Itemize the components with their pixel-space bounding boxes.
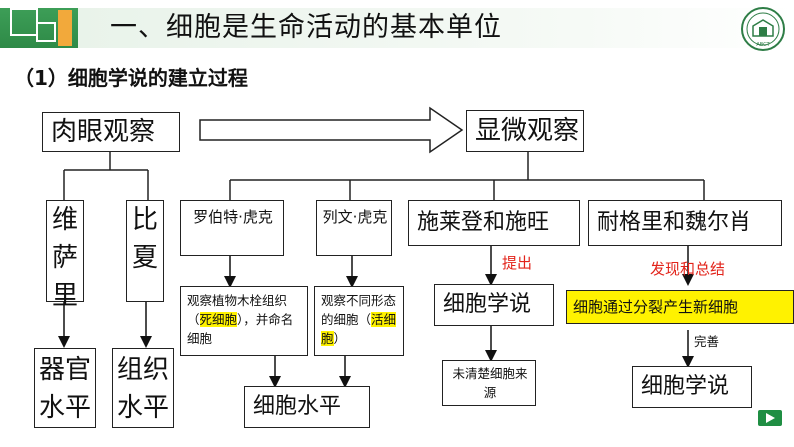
tissue-level-box: 组织水平: [112, 348, 174, 428]
play-right-icon: [766, 413, 775, 423]
hooke-note: 观察植物木栓组织（死细胞），并命名细胞: [187, 293, 294, 346]
division-note-box: 细胞通过分裂产生新细胞: [566, 290, 794, 324]
cell-theory-label-2: 细胞学说: [641, 374, 730, 399]
schleiden-schwann-box: 施莱登和施旺: [408, 200, 580, 246]
microscope-box: 显微观察: [466, 110, 584, 152]
tissue-level-label: 组织水平: [116, 355, 169, 423]
dead-cell-highlight: 死细胞: [199, 312, 238, 327]
next-slide-button[interactable]: [758, 410, 782, 426]
header-title-band: [78, 8, 794, 48]
wei-sa-li-label: 维萨里: [51, 205, 78, 311]
microscope-label: 显微观察: [475, 116, 580, 146]
hooke-note-box: 观察植物木栓组织（死细胞），并命名细胞: [180, 286, 308, 356]
schleiden-schwann-label: 施莱登和施旺: [417, 210, 550, 235]
leeuwenhoek-label: 列文·虎克: [322, 208, 388, 226]
perfect-label: 完善: [694, 334, 720, 349]
cell-theory-label-1: 细胞学说: [443, 292, 532, 317]
proposed-label: 提出: [502, 254, 533, 272]
leeuwenhoek-note: 观察不同形态的细胞（活细胞）: [321, 293, 397, 346]
page-title: 一、细胞是生命活动的基本单位: [110, 12, 502, 43]
unclear-origin-note: 未清楚细胞来源: [452, 366, 528, 400]
bi-xia-box: 比夏: [126, 200, 164, 302]
cell-theory-box-2: 细胞学说: [632, 366, 752, 408]
bi-xia-label: 比夏: [131, 205, 158, 273]
header-accent-bar: [58, 10, 72, 46]
hooke-label: 罗伯特·虎克: [193, 208, 273, 226]
section-title: （1）细胞学说的建立过程: [14, 66, 248, 90]
leeuwenhoek-note-box: 观察不同形态的细胞（活细胞）: [314, 286, 404, 356]
cell-level-box: 细胞水平: [244, 386, 370, 428]
unclear-origin-box: 未清楚细胞来源: [442, 360, 536, 406]
wei-sa-li-box: 维萨里: [46, 200, 84, 311]
organ-level-label: 器官水平: [38, 355, 91, 423]
organ-level-box: 器官水平: [34, 348, 96, 428]
svg-text:ABCT: ABCT: [756, 42, 770, 48]
naked-eye-label: 肉眼观察: [51, 117, 156, 147]
division-note: 细胞通过分裂产生新细胞: [573, 298, 739, 316]
leeuwenhoek-box: 列文·虎克: [316, 200, 392, 256]
hooke-box: 罗伯特·虎克: [180, 200, 284, 256]
header-bar: 一、细胞是生命活动的基本单位 ABCT: [0, 0, 794, 58]
naked-eye-box: 肉眼观察: [42, 112, 180, 152]
school-logo-icon: ABCT: [741, 7, 785, 51]
decor-square-icon: [36, 22, 56, 42]
cell-level-label: 细胞水平: [253, 394, 342, 419]
discover-summary-label: 发现和总结: [650, 260, 726, 278]
cell-theory-box-1: 细胞学说: [434, 284, 554, 326]
virchow-box: 耐格里和魏尔肖: [588, 200, 782, 246]
virchow-label: 耐格里和魏尔肖: [597, 210, 752, 235]
